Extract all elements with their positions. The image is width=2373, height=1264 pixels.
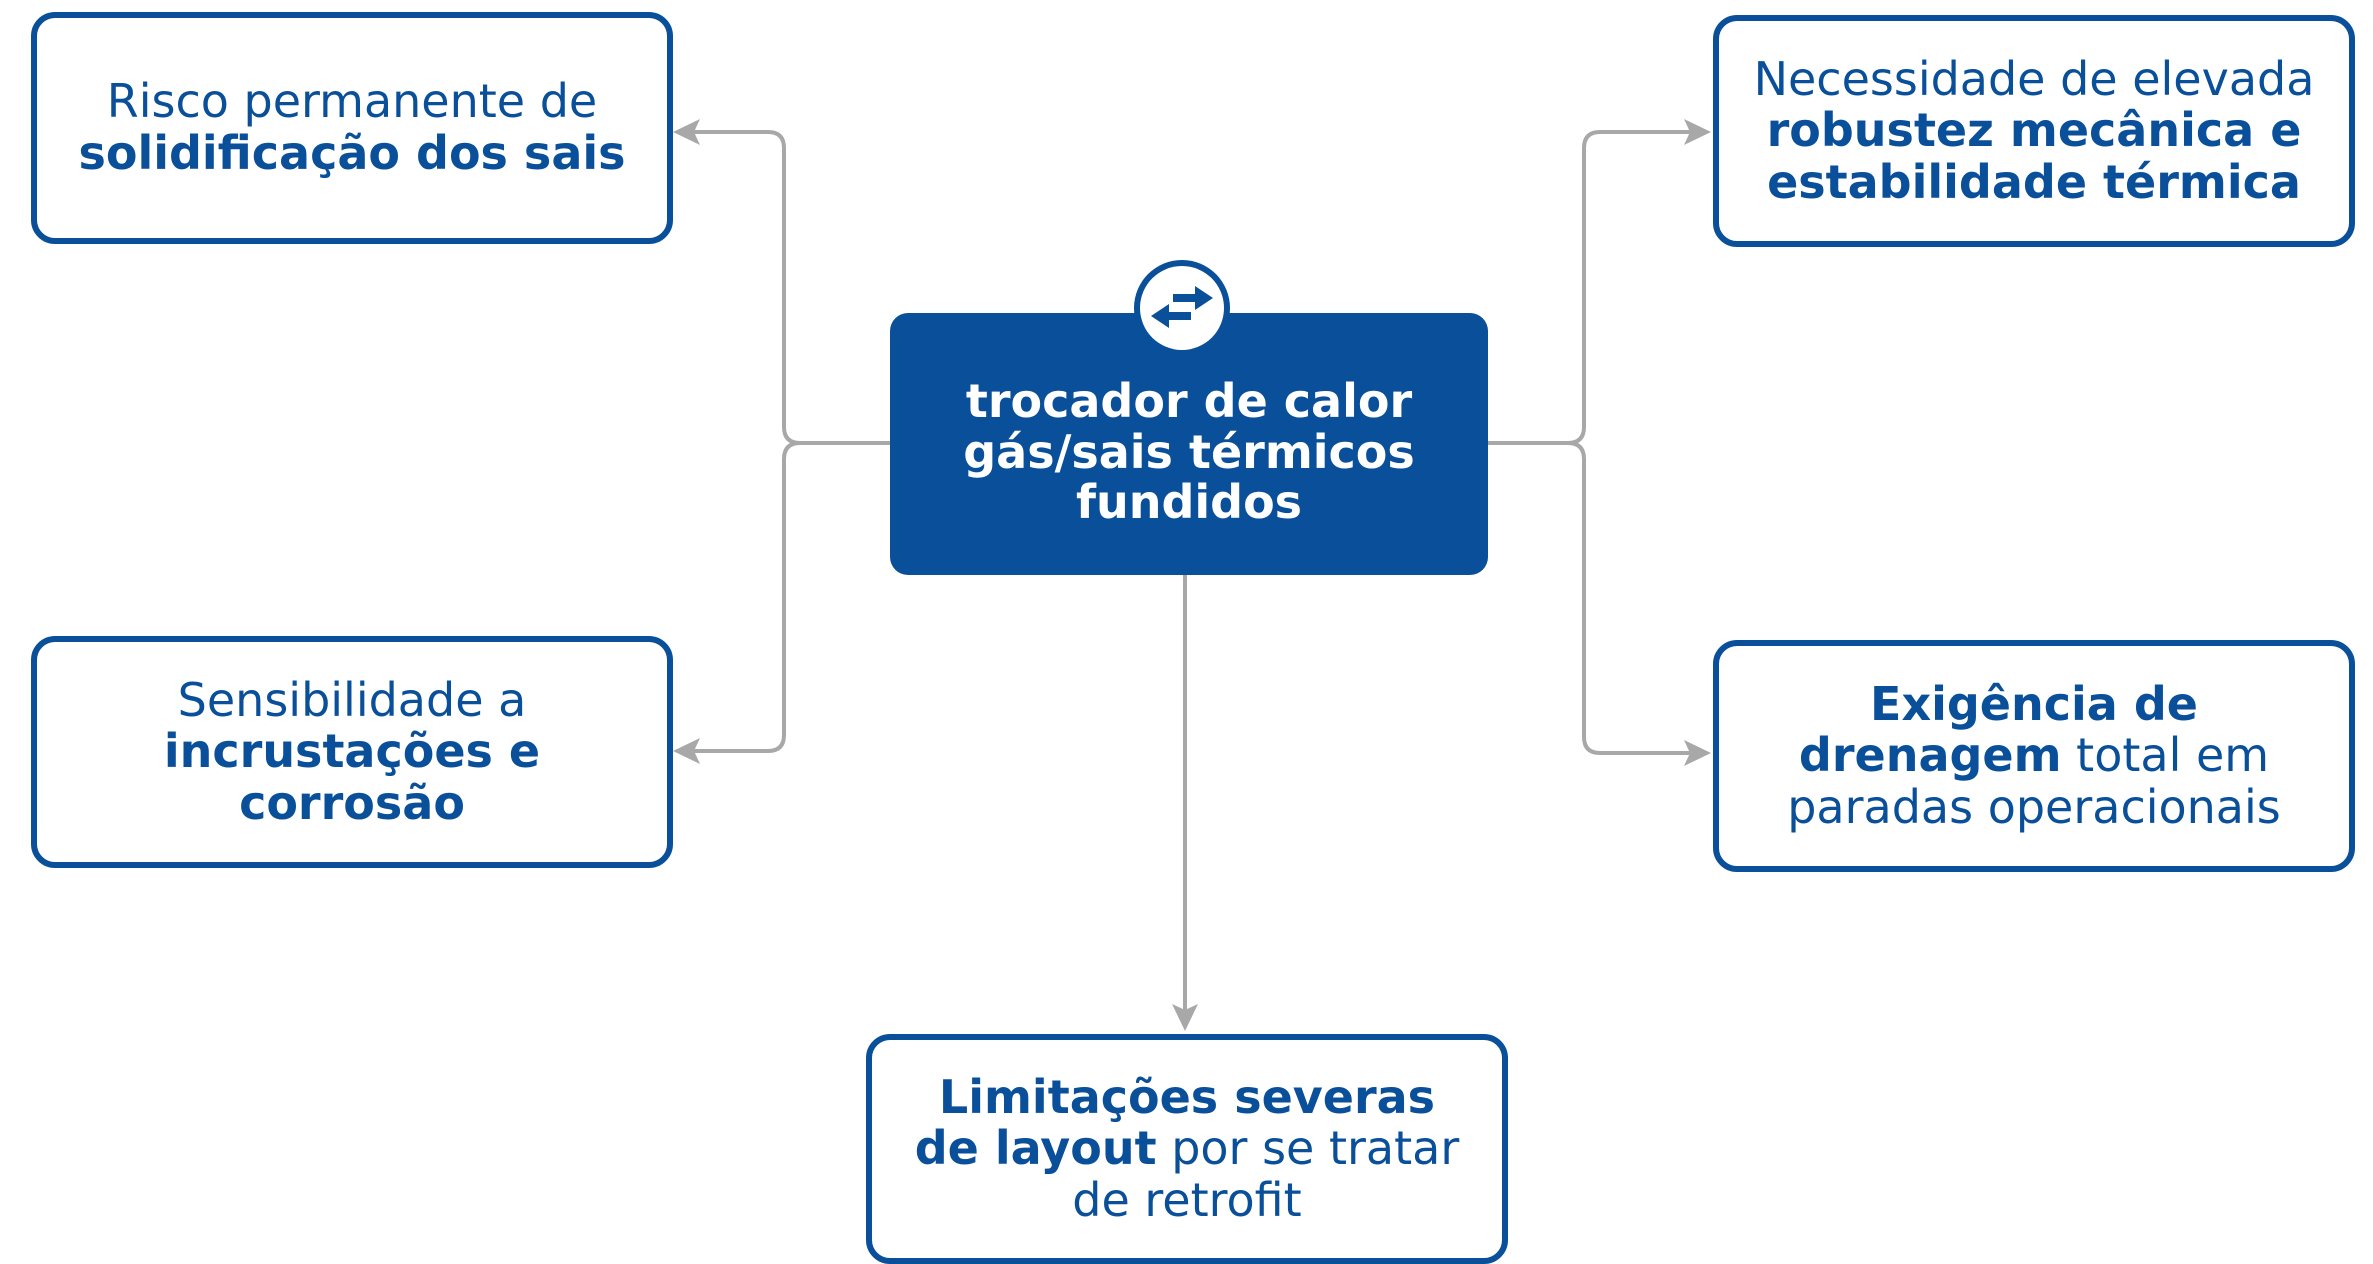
central-node-line-3: fundidos xyxy=(1075,475,1303,530)
node-text-line: Risco permanente de xyxy=(106,74,598,129)
node-text-line: incrustações e xyxy=(163,724,541,779)
connector-to-top-left xyxy=(688,130,890,445)
node-text-line: solidificação dos sais xyxy=(78,126,626,180)
connector-to-mid-right xyxy=(1567,441,1698,755)
arrowhead-bottom xyxy=(1172,1004,1198,1031)
node-fouling-corrosion: Sensibilidade a incrustações e corrosão xyxy=(31,636,673,868)
node-text-line: de layout por se tratar xyxy=(914,1121,1460,1176)
connector-to-mid-left xyxy=(688,441,801,753)
swap-arrows-icon xyxy=(1140,266,1224,350)
arrowhead-mid-left xyxy=(673,738,700,764)
node-text-line: Necessidade de elevada xyxy=(1753,51,2315,106)
central-node: trocador de calor gás/sais térmicos fund… xyxy=(890,313,1488,575)
arrowhead-top-right xyxy=(1684,119,1711,145)
node-text-line: estabilidade térmica xyxy=(1767,154,2301,209)
node-layout-limitations: Limitações severas de layout por se trat… xyxy=(866,1034,1508,1264)
node-mechanical-robustness: Necessidade de elevada robustez mecânica… xyxy=(1713,15,2355,247)
node-text-line: robustez mecânica e xyxy=(1766,103,2302,158)
swap-arrows-badge xyxy=(1134,260,1230,356)
connector-to-top-right xyxy=(1488,130,1698,445)
node-text-line: corrosão xyxy=(239,775,465,830)
central-node-line-1: trocador de calor xyxy=(965,374,1413,429)
node-text-line: Exigência de xyxy=(1870,676,2198,731)
node-risk-solidification: Risco permanente de solidificação dos sa… xyxy=(31,12,673,244)
central-node-line-2: gás/sais térmicos xyxy=(963,424,1415,479)
node-text-line: drenagem total em xyxy=(1798,728,2270,783)
node-text-line: de retrofit xyxy=(1072,1172,1302,1227)
node-text-line: Limitações severas xyxy=(938,1069,1436,1124)
node-text-line: paradas operacionais xyxy=(1787,779,2281,834)
node-text-line: Sensibilidade a xyxy=(177,672,527,727)
arrowhead-mid-right xyxy=(1684,740,1711,766)
node-drainage-requirement: Exigência de drenagem total em paradas o… xyxy=(1713,640,2355,872)
arrowhead-top-left xyxy=(673,119,700,145)
